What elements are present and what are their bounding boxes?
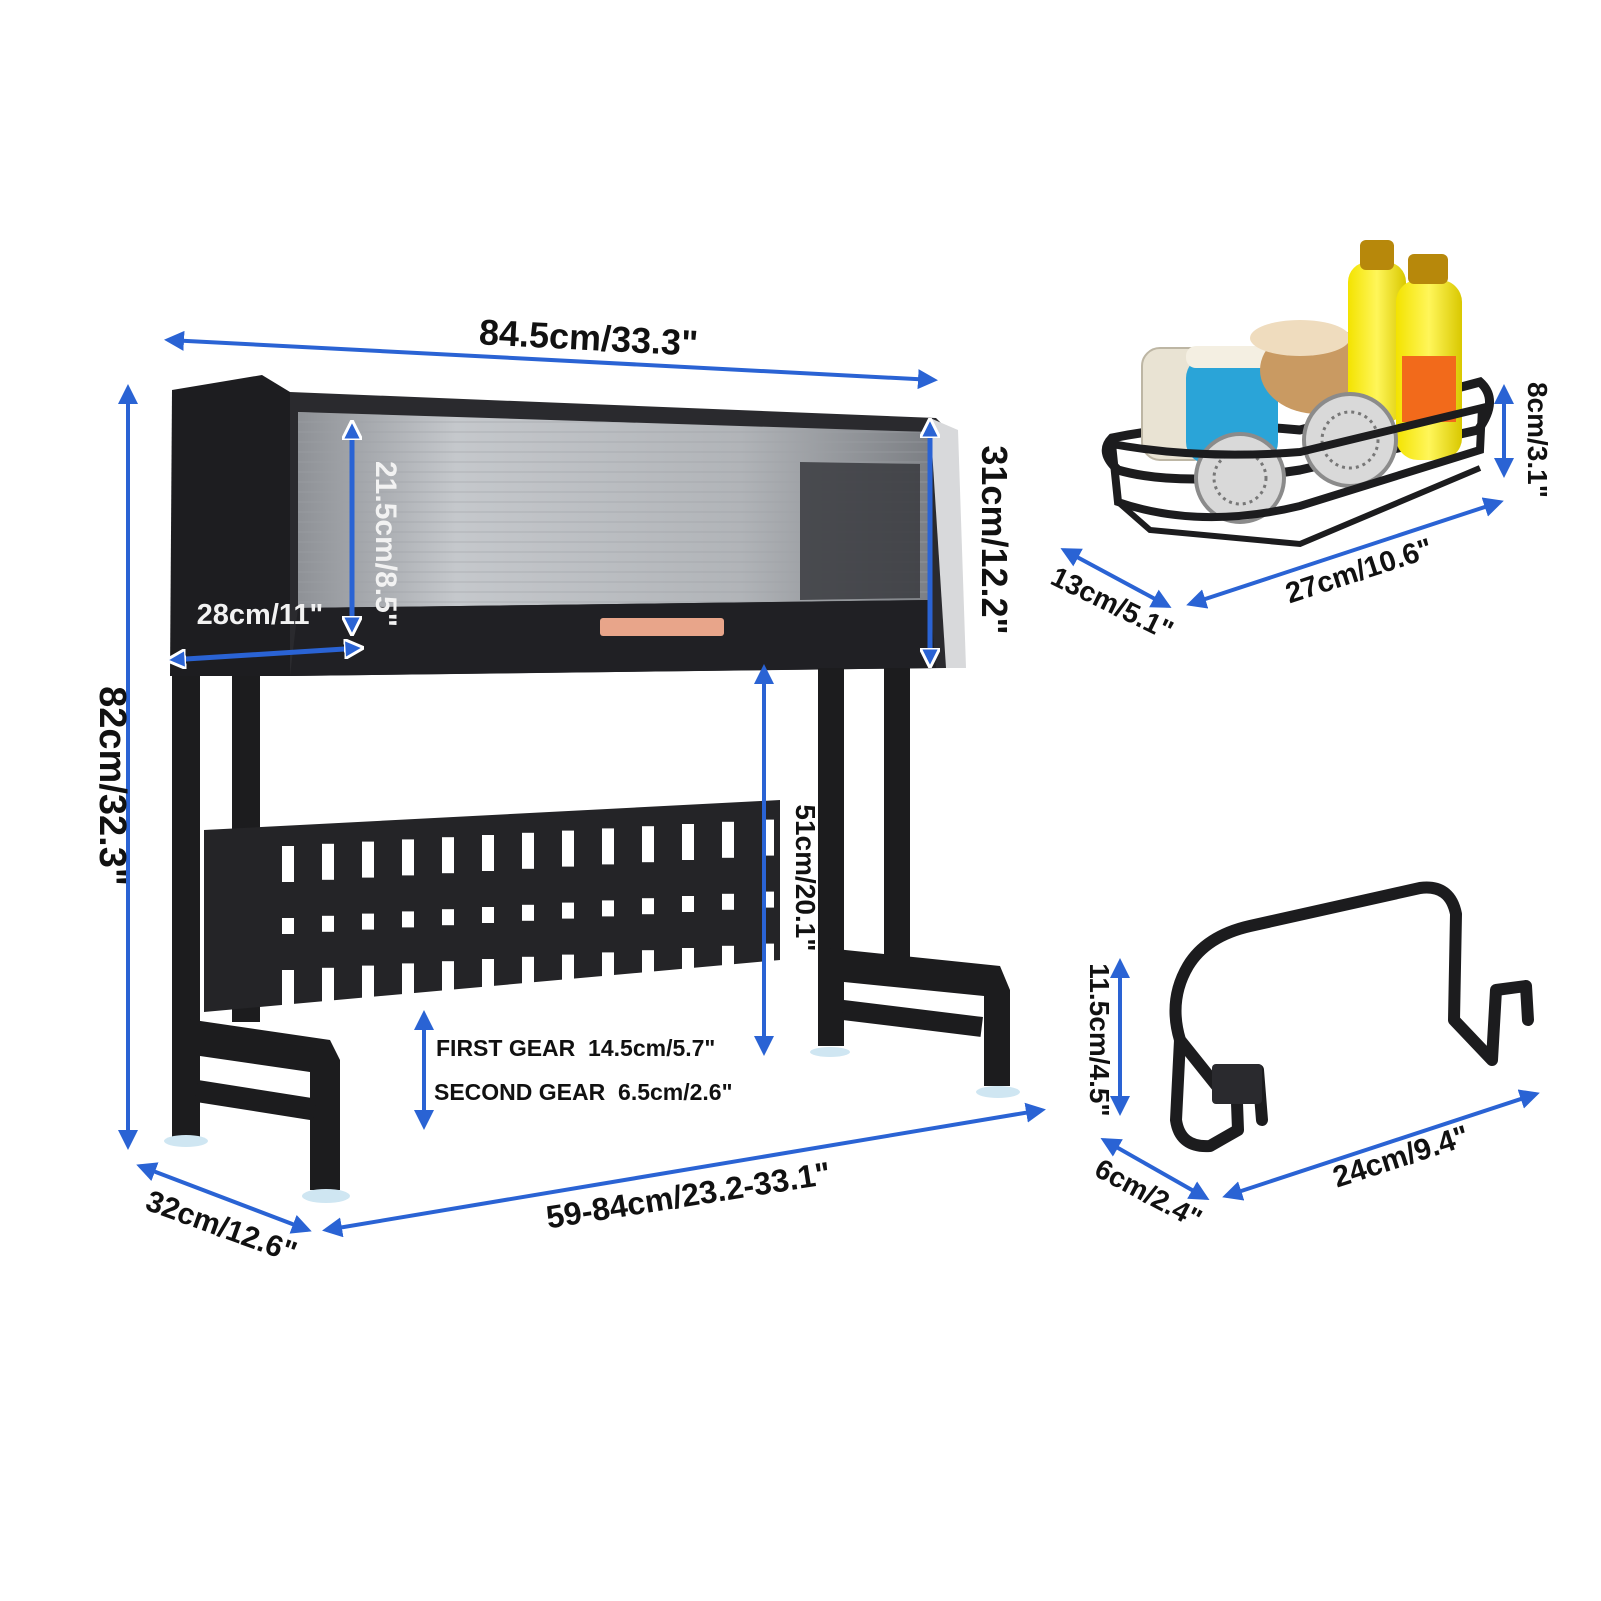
panel-slot <box>682 824 694 860</box>
panel-slot <box>522 956 534 993</box>
panel-slot <box>322 843 334 880</box>
panel-slot <box>322 967 334 1004</box>
panel-slot <box>322 915 334 932</box>
overall-height-label: 82cm/32.3" <box>91 686 133 886</box>
panel-slot <box>682 896 694 912</box>
panel-slot <box>442 909 454 926</box>
panel-slot <box>562 830 574 867</box>
dimension-arrow-icon <box>164 330 938 390</box>
top-cabinet <box>170 375 966 676</box>
first-gear-label: FIRST GEAR 14.5cm/5.7" <box>436 1035 715 1061</box>
panel-slot <box>602 828 614 865</box>
extendable-width-label: 59-84cm/23.2-33.1" <box>544 1155 833 1236</box>
panel-slot <box>402 839 414 876</box>
panel-slot <box>722 893 734 910</box>
panel-slot <box>282 846 294 882</box>
panel-slot <box>602 900 614 917</box>
dimension-arrows <box>118 330 1540 1238</box>
door-height-label: 21.5cm/8.5" <box>369 461 402 627</box>
rack-feet <box>164 1047 1020 1203</box>
dimension-arrow-icon <box>170 648 360 660</box>
dimension-arrow-icon <box>322 1102 1046 1238</box>
panel-slot <box>442 961 454 998</box>
clearance-height-label: 51cm/20.1" <box>790 804 821 951</box>
panel-slot <box>562 902 574 919</box>
panel-slot <box>402 911 414 928</box>
panel-slot <box>362 841 374 878</box>
panel-slot <box>442 837 454 874</box>
dimension-arrow-icon <box>1186 497 1504 609</box>
panel-slot <box>362 913 374 930</box>
panel-slot <box>682 948 694 984</box>
panel-slot <box>362 965 374 1002</box>
dimension-arrow-icon <box>136 1162 312 1234</box>
hook-height-label: 11.5cm/4.5" <box>1084 963 1115 1116</box>
second-gear-label: SECOND GEAR 6.5cm/2.6" <box>434 1079 733 1105</box>
panel-slot <box>722 821 734 858</box>
panel-slot <box>602 952 614 989</box>
dish-rack-illustration <box>164 375 1020 1203</box>
panel-slots <box>282 819 774 1006</box>
basket-height-label: 8cm/3.1" <box>1522 382 1553 498</box>
panel-slot <box>642 898 654 915</box>
panel-slot <box>522 832 534 869</box>
overall-width-label: 84.5cm/33.3" <box>478 311 699 363</box>
panel-slot <box>642 826 654 863</box>
cabinet-handle <box>600 618 724 636</box>
cabinet-height-label: 31cm/12.2" <box>974 445 1015 634</box>
cabinet-depth-label: 28cm/11" <box>197 599 324 631</box>
panel-slot <box>522 904 534 921</box>
hook-width-label: 24cm/9.4" <box>1329 1119 1473 1194</box>
panel-slot <box>282 918 294 934</box>
dimension-arrow-icon <box>1100 1138 1210 1200</box>
cutting-board-hook-illustration <box>1169 881 1534 1153</box>
back-panel <box>204 800 780 1012</box>
panel-slot <box>402 963 414 1000</box>
dimension-arrow-icon <box>1222 1089 1540 1201</box>
panel-slot <box>722 945 734 982</box>
basket-depth-label: 13cm/5.1" <box>1046 561 1178 647</box>
panel-slot <box>482 835 494 871</box>
panel-slot <box>482 907 494 923</box>
panel-slot <box>562 954 574 991</box>
panel-slot <box>282 970 294 1006</box>
sponge-basket-illustration <box>1101 240 1494 548</box>
dimension-arrow-icon <box>1060 548 1172 608</box>
panel-slot <box>642 950 654 987</box>
panel-slot <box>482 959 494 995</box>
